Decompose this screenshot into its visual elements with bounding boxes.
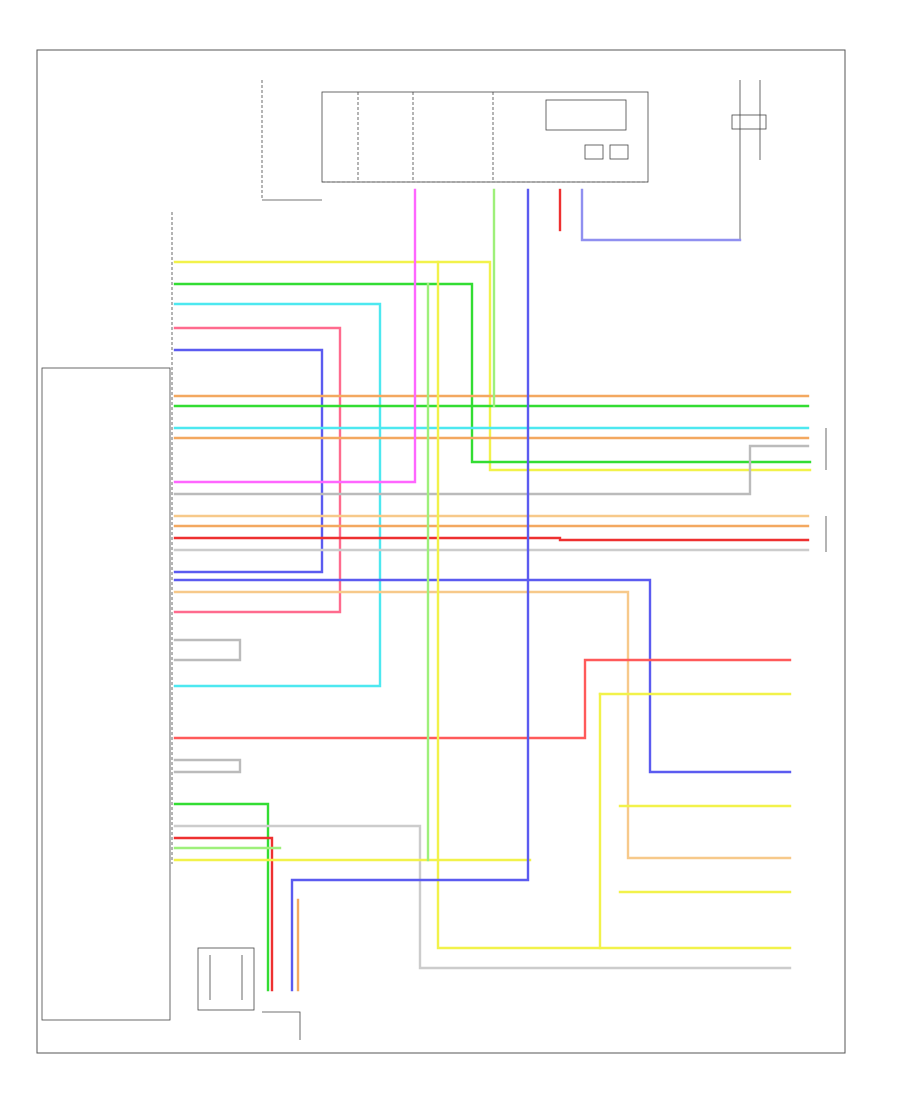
wire-red-3: [173, 836, 274, 992]
diagram-border: [36, 49, 846, 1054]
wire-yellow-6: [436, 260, 792, 950]
wire-red-1: [173, 536, 810, 542]
wire-blue-1: [173, 348, 324, 574]
wire-yellow-1: [173, 260, 812, 472]
relay-box: [545, 99, 627, 131]
fuse-box: [321, 91, 649, 183]
wire-pink-1: [173, 326, 342, 614]
wire-gray-4: [173, 758, 242, 774]
wire-gray-1: [173, 444, 810, 496]
ground-component: [197, 947, 255, 1011]
wire-gray-5: [173, 824, 792, 970]
switch-body: [731, 114, 767, 130]
relay-coil-2: [609, 144, 629, 160]
wire-red-2: [173, 658, 792, 740]
wire-green-3: [173, 802, 270, 992]
wire-violet-1: [173, 188, 417, 484]
relay-coil: [584, 144, 604, 160]
wire-blue-2: [173, 578, 792, 774]
control-unit: [41, 367, 171, 1021]
wire-gray-3: [173, 638, 242, 662]
wire-lavender-1: [580, 188, 742, 242]
wire-green-1: [173, 282, 812, 464]
wire-blue-drop: [290, 188, 530, 992]
wire-peach-3: [173, 590, 792, 860]
bottom-bracket: [262, 1011, 301, 1040]
